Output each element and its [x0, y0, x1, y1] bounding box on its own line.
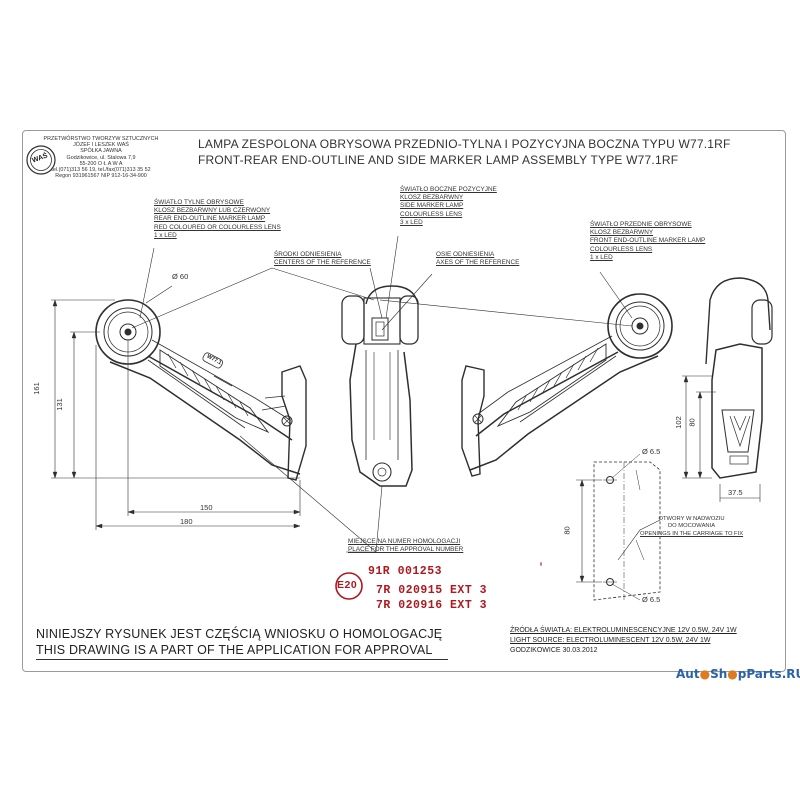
callout-line: OSIE ODNIESIENIA [436, 251, 495, 258]
footer-polish: NINIEJSZY RYSUNEK JEST CZĘŚCIĄ WNIOSKU O… [36, 627, 443, 641]
company-line: PRZETWÓRSTWO TWORZYW SZTUCZNYCH [43, 136, 159, 142]
right-view [461, 293, 673, 477]
callout-line: ŚRODKI ODNIESIENIA [274, 251, 342, 258]
approval-code-7r-a: 7R 020915 EXT 3 [376, 584, 488, 597]
approval-code-91r: 91R 001253 [368, 565, 443, 578]
callout-line: COLOURLESS LENS [400, 210, 463, 218]
callout-line: KLOSZ BEZBARWNY [590, 229, 654, 237]
callout-line: ŚWIATŁO BOCZNE POZYCYJNE [400, 186, 497, 193]
light-source-date: GODZIKOWICE 30.03.2012 [510, 647, 598, 654]
left-view [51, 285, 307, 530]
watermark-o-icon: ● [727, 667, 738, 681]
callout-line: ŚWIATŁO TYLNE OBRYSOWE [154, 199, 244, 206]
dim-height-102: 102 [673, 416, 683, 429]
light-source-english: LIGHT SOURCE: ELECTROLUMINESCENT 12V 0.5… [510, 637, 711, 644]
drawing-frame [22, 130, 786, 672]
dim-height-161: 161 [31, 382, 41, 395]
callout-line: PLACE FOR THE APPROVAL NUMBER [348, 546, 464, 554]
watermark-o-icon: ● [699, 667, 711, 681]
callout-approval-place: MIEJSCE NA NUMER HOMOLOGACJI PLACE FOR T… [348, 538, 463, 554]
approval-e-mark [335, 572, 363, 600]
callout-line: CENTERS OF THE REFERENCE [274, 259, 371, 267]
company-address: PRZETWÓRSTWO TWORZYW SZTUCZNYCH JÓZEF I … [36, 136, 166, 179]
watermark-part: Aut [676, 667, 700, 681]
middle-view [341, 267, 419, 487]
callout-side-lamp: ŚWIATŁO BOCZNE POZYCYJNE KLOSZ BEZBARWNY… [400, 186, 497, 227]
callout-line: MIEJSCE NA NUMER HOMOLOGACJI [348, 538, 461, 545]
footer-rule [36, 659, 448, 660]
callout-axes: OSIE ODNIESIENIA AXES OF THE REFERENCE [436, 251, 519, 267]
company-logo [26, 145, 56, 175]
title-polish: LAMPA ZESPOLONA OBRYSOWA PRZEDNIO-TYLNA … [198, 137, 731, 151]
callout-line: ŚWIATŁO PRZEDNIE OBRYSOWE [590, 221, 692, 228]
callout-front-lamp: ŚWIATŁO PRZEDNIE OBRYSOWE KLOSZ BEZBARWN… [590, 221, 705, 262]
dim-height-80-side: 80 [687, 418, 697, 427]
approval-e20-label: E20 [337, 579, 358, 591]
light-source-block: ŹRÓDŁA ŚWIATŁA: ELEKTROLUMINESCENCYJNE 1… [510, 626, 737, 656]
callout-line: KLOSZ BEZBARWNY [400, 194, 464, 202]
company-line: Godzikowice, ul. Stalowa 7,9 [66, 154, 136, 161]
callout-line: 1 x LED [154, 231, 177, 239]
callout-line: SIDE MARKER LAMP [400, 202, 464, 210]
light-source-polish: ŹRÓDŁA ŚWIATŁA: ELEKTROLUMINESCENCYJNE 1… [510, 627, 737, 634]
dim-diameter-60: Ø 60 [172, 272, 189, 281]
callout-line: COLOURLESS LENS [590, 245, 653, 253]
callout-centers: ŚRODKI ODNIESIENIA CENTERS OF THE REFERE… [274, 251, 371, 267]
company-line: 55-200 O Ł A W A [79, 160, 123, 167]
dim-width-180: 180 [180, 517, 193, 526]
company-line: Regon 931961567 NIP 912-16-34-900 [55, 173, 147, 180]
approval-code-7r-b: 7R 020916 EXT 3 [376, 599, 488, 612]
far-right-view [682, 277, 773, 502]
approval-tick: ' [538, 563, 545, 574]
callout-line: 3 x LED [400, 218, 423, 226]
company-line: tel.(071)313 56 19, tel./fax(071)313 35 … [51, 167, 151, 174]
callout-line: OTWORY W NADWOZIU [658, 516, 725, 522]
watermark-part: Sh [710, 667, 728, 681]
callout-line: RED COLOURED OR COLOURLESS LENS [154, 223, 281, 231]
callout-line: KLOSZ BEZBARWNY LUB CZERWONY [154, 207, 271, 215]
callout-line: FRONT END-OUTLINE MARKER LAMP [590, 237, 706, 245]
dim-hole-diameter-top: Ø 6.5 [642, 447, 661, 456]
callout-line: DO MOCOWANIA [667, 523, 716, 530]
dim-width-37-5: 37.5 [728, 488, 743, 497]
callout-line: AXES OF THE REFERENCE [436, 259, 520, 267]
title-english: FRONT-REAR END-OUTLINE AND SIDE MARKER L… [198, 153, 679, 167]
dim-hole-spacing-80: 80 [562, 526, 572, 535]
callout-rear-lamp: ŚWIATŁO TYLNE OBRYSOWE KLOSZ BEZBARWNY L… [154, 199, 281, 240]
mounting-holes-detail [576, 453, 661, 601]
leader-lines [131, 235, 661, 561]
callout-line: 1 x LED [590, 253, 613, 261]
company-line: SPÓŁKA JAWNA [80, 148, 122, 155]
callout-mounting-holes: OTWORY W NADWOZIU DO MOCOWANIA OPENINGS … [640, 516, 743, 538]
company-line: JÓZEF I LESZEK WAŚ [73, 142, 129, 149]
watermark-part: pParts.RU [737, 667, 800, 681]
callout-line: REAR END-OUTLINE MARKER LAMP [154, 215, 266, 223]
callout-line: OPENINGS IN THE CARRIAGE TO FIX [640, 530, 744, 537]
site-watermark: Aut●Sh●pParts.RU [676, 667, 800, 681]
dim-height-131: 131 [54, 398, 64, 411]
dim-width-150: 150 [200, 503, 213, 512]
footer-english: THIS DRAWING IS A PART OF THE APPLICATIO… [36, 643, 433, 657]
dim-hole-diameter-bottom: Ø 6.5 [642, 595, 661, 604]
